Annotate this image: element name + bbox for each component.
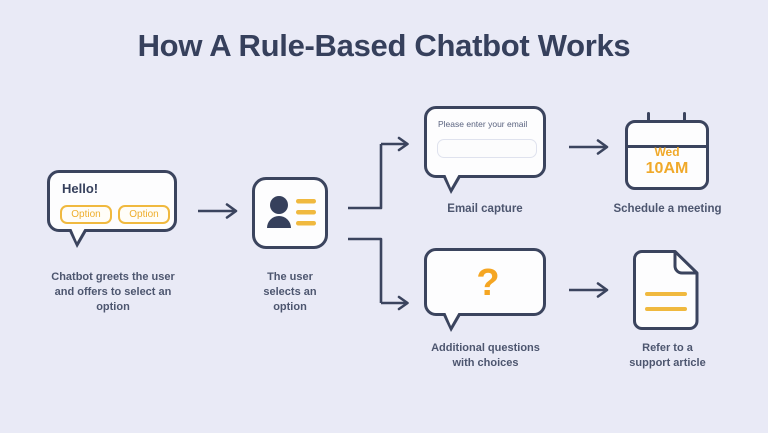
user-list-icon bbox=[265, 194, 319, 234]
support-caption-line-1: Refer to a bbox=[642, 342, 693, 354]
branch-arrow-to-questions bbox=[348, 233, 414, 311]
greeting-caption-line-3: option bbox=[96, 301, 130, 313]
email-bubble-tail-inner bbox=[445, 174, 459, 188]
option-pill-2[interactable]: Option bbox=[118, 205, 170, 224]
greeting-bubble: Hello! Option Option bbox=[47, 170, 177, 232]
questions-caption-line-2: with choices bbox=[452, 357, 519, 369]
greeting-caption-line-1: Chatbot greets the user bbox=[51, 271, 175, 283]
support-caption-line-2: support article bbox=[629, 357, 706, 369]
branch-arrow-to-email bbox=[348, 136, 414, 214]
questions-caption-line-1: Additional questions bbox=[431, 342, 540, 354]
document-icon bbox=[630, 249, 702, 331]
arrow-questions-to-document bbox=[569, 282, 615, 298]
document-line-1 bbox=[645, 292, 687, 296]
greeting-caption: Chatbot greets the user and offers to se… bbox=[32, 270, 194, 315]
user-caption-line-1: The user bbox=[267, 271, 313, 283]
question-bubble-tail-inner bbox=[445, 312, 459, 326]
calendar-body bbox=[625, 120, 709, 190]
document-line-2 bbox=[645, 307, 687, 311]
user-select-card bbox=[252, 177, 328, 249]
email-prompt-label: Please enter your email bbox=[438, 119, 528, 129]
calendar-icon: Wed 10AM bbox=[625, 112, 709, 190]
additional-questions-bubble: ? bbox=[424, 248, 546, 316]
email-capture-caption: Email capture bbox=[447, 203, 523, 215]
support-article-caption: Refer to a support article bbox=[610, 341, 725, 371]
calendar-time-label: 10AM bbox=[645, 160, 689, 177]
greeting-bubble-tail-inner bbox=[71, 228, 85, 242]
email-input[interactable] bbox=[437, 139, 537, 158]
email-capture-bubble: Please enter your email bbox=[424, 106, 546, 178]
option-pill-1[interactable]: Option bbox=[60, 205, 112, 224]
arrow-email-to-calendar bbox=[569, 139, 615, 155]
user-select-caption: The user selects an option bbox=[240, 270, 340, 315]
greeting-caption-line-2: and offers to select an bbox=[54, 286, 172, 298]
calendar-header-bar bbox=[628, 145, 706, 148]
greeting-heading: Hello! bbox=[62, 181, 99, 196]
schedule-meeting-caption: Schedule a meeting bbox=[613, 203, 722, 215]
user-caption-line-3: option bbox=[273, 301, 307, 313]
additional-questions-caption: Additional questions with choices bbox=[418, 341, 553, 371]
calendar-day-label: Wed bbox=[654, 145, 680, 159]
arrow-greeting-to-user bbox=[198, 203, 244, 219]
user-caption-line-2: selects an bbox=[263, 286, 317, 298]
page-title: How A Rule-Based Chatbot Works bbox=[137, 28, 631, 63]
question-mark-icon: ? bbox=[476, 262, 500, 304]
